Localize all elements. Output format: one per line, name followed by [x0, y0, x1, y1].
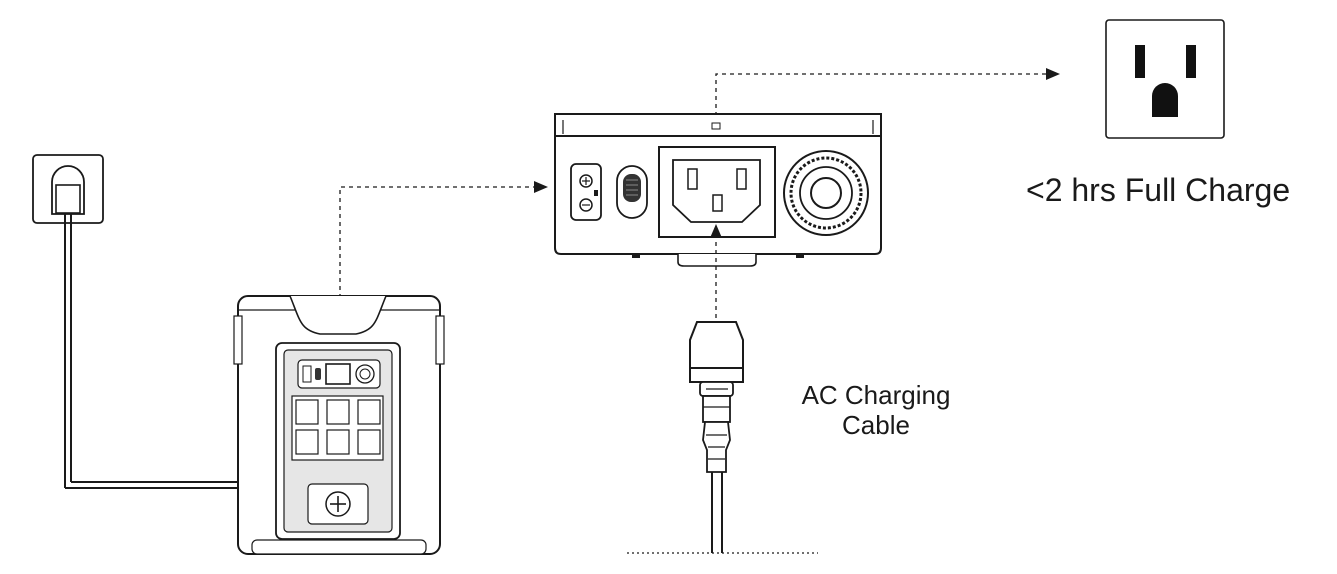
cable-label-line2: Cable — [842, 410, 910, 440]
connection-arrow-to-panel — [339, 181, 548, 370]
cable-label: AC Charging Cable — [794, 380, 958, 440]
ac-charging-cable-icon — [627, 321, 818, 554]
ac-input-panel-icon — [554, 113, 882, 267]
cable-label-line1: AC Charging — [801, 380, 951, 410]
connection-arrow-to-outlet — [715, 68, 1060, 116]
charge-time-label: <2 hrs Full Charge — [1026, 172, 1291, 208]
power-station-icon — [233, 295, 445, 555]
wall-outlet-icon — [1105, 19, 1225, 139]
